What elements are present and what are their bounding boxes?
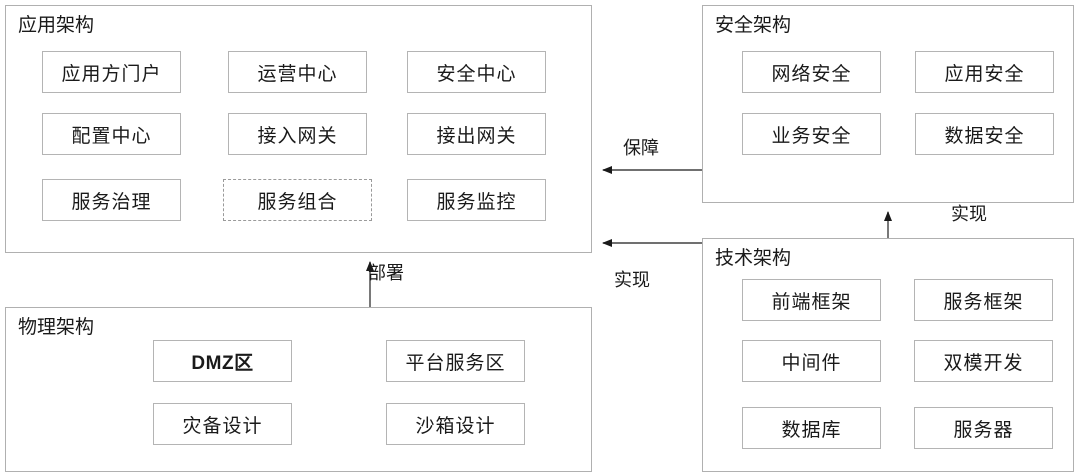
node-label: 业务安全	[771, 125, 852, 147]
node-label: 应用方门户	[61, 63, 162, 85]
node-disaster-recovery-design[interactable]: 灾备设计	[153, 403, 292, 445]
node-label: 平台服务区	[405, 352, 506, 374]
node-label: 接入网关	[257, 125, 338, 147]
node-label: 安全中心	[436, 63, 517, 85]
node-network-security[interactable]: 网络安全	[742, 51, 881, 93]
node-config-center[interactable]: 配置中心	[42, 113, 181, 155]
node-label: 前端框架	[771, 291, 852, 313]
node-business-security[interactable]: 业务安全	[742, 113, 881, 155]
node-label: 服务组合	[257, 191, 338, 213]
node-service-framework[interactable]: 服务框架	[914, 279, 1053, 321]
node-label: 数据安全	[944, 125, 1025, 147]
node-label: 配置中心	[71, 125, 152, 147]
node-egress-gateway[interactable]: 接出网关	[407, 113, 546, 155]
node-label: 沙箱设计	[415, 415, 496, 437]
node-sandbox-design[interactable]: 沙箱设计	[386, 403, 525, 445]
node-operation-center[interactable]: 运营中心	[228, 51, 367, 93]
node-bimodal-development[interactable]: 双模开发	[914, 340, 1053, 382]
node-platform-service-zone[interactable]: 平台服务区	[386, 340, 525, 382]
group-title-technical-architecture: 技术架构	[715, 248, 792, 269]
node-label: 服务框架	[943, 291, 1024, 313]
group-title-security-architecture: 安全架构	[715, 15, 792, 36]
node-dmz-zone[interactable]: DMZ区	[153, 340, 292, 382]
node-label: 中间件	[781, 352, 842, 374]
node-security-center[interactable]: 安全中心	[407, 51, 546, 93]
node-label: 运营中心	[257, 63, 338, 85]
group-security-architecture[interactable]: 安全架构 网络安全 应用安全 业务安全 数据安全	[702, 5, 1074, 203]
group-title-physical-architecture: 物理架构	[18, 317, 95, 338]
node-label: 服务监控	[436, 191, 517, 213]
node-label: 应用安全	[944, 63, 1025, 85]
edge-label-technical-to-application: 实现	[614, 270, 650, 290]
node-label: 服务治理	[71, 191, 152, 213]
node-service-governance[interactable]: 服务治理	[42, 179, 181, 221]
node-data-security[interactable]: 数据安全	[915, 113, 1054, 155]
node-middleware[interactable]: 中间件	[742, 340, 881, 382]
group-application-architecture[interactable]: 应用架构 应用方门户 运营中心 安全中心 配置中心 接入网关 接出网关 服务治理…	[5, 5, 592, 253]
node-label: DMZ区	[191, 352, 254, 374]
node-label: 接出网关	[436, 125, 517, 147]
node-frontend-framework[interactable]: 前端框架	[742, 279, 881, 321]
node-label: 网络安全	[771, 63, 852, 85]
group-technical-architecture[interactable]: 技术架构 前端框架 服务框架 中间件 双模开发 数据库 服务器	[702, 238, 1074, 472]
edge-label-technical-to-security: 实现	[951, 204, 987, 224]
node-application-security[interactable]: 应用安全	[915, 51, 1054, 93]
edge-label-security-to-application: 保障	[623, 138, 659, 158]
node-label: 服务器	[953, 419, 1014, 441]
node-database[interactable]: 数据库	[742, 407, 881, 449]
node-service-composition[interactable]: 服务组合	[223, 179, 372, 221]
node-label: 灾备设计	[182, 415, 263, 437]
node-label: 双模开发	[943, 352, 1024, 374]
node-server[interactable]: 服务器	[914, 407, 1053, 449]
node-label: 数据库	[781, 419, 842, 441]
edge-label-physical-to-application: 部署	[368, 263, 404, 283]
node-ingress-gateway[interactable]: 接入网关	[228, 113, 367, 155]
group-title-application-architecture: 应用架构	[18, 15, 95, 36]
node-service-monitoring[interactable]: 服务监控	[407, 179, 546, 221]
node-application-portal[interactable]: 应用方门户	[42, 51, 181, 93]
group-physical-architecture[interactable]: 物理架构 DMZ区 平台服务区 灾备设计 沙箱设计	[5, 307, 592, 472]
